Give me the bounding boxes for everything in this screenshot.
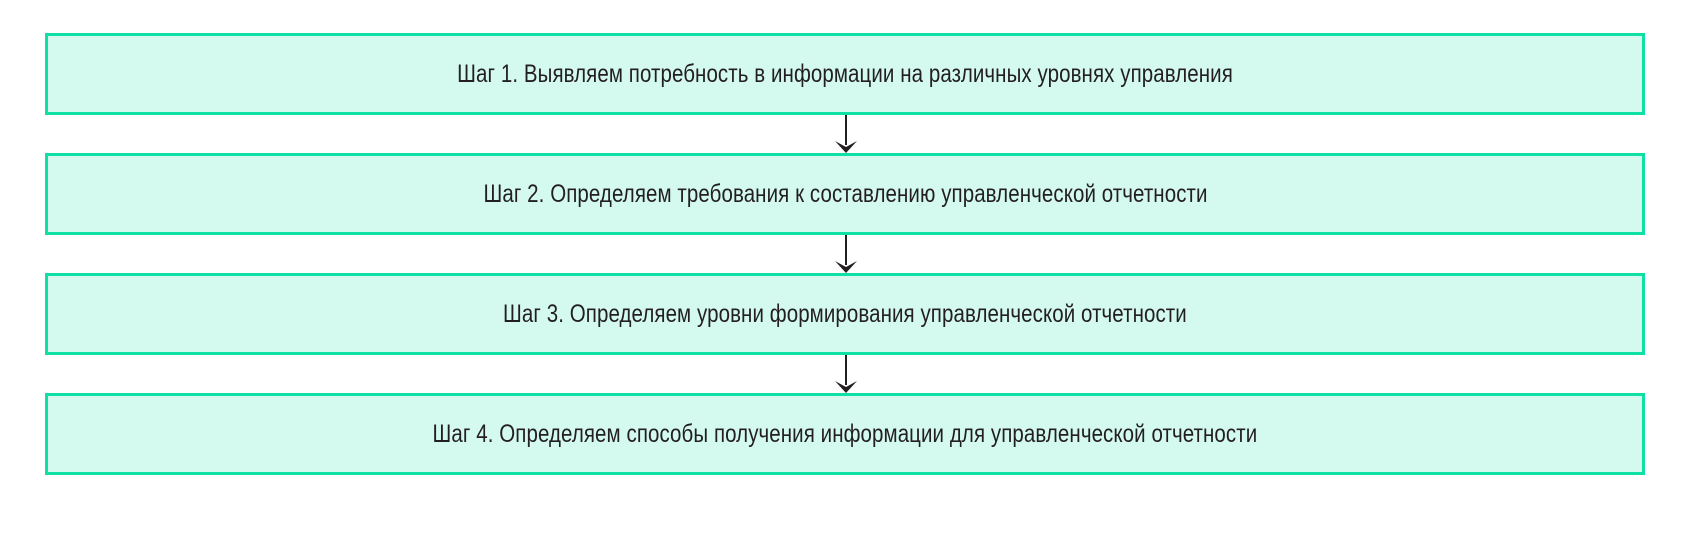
step-box-1[interactable]: Шаг 1. Выявляем потребность в информации… [45, 33, 1645, 115]
arrow-line-icon [845, 115, 847, 145]
step-box-4[interactable]: Шаг 4. Определяем способы получения инфо… [45, 393, 1645, 475]
flowchart: Шаг 1. Выявляем потребность в информации… [45, 33, 1645, 475]
step-4-label: Шаг 4. Определяем способы получения инфо… [432, 420, 1258, 448]
step-1-label: Шаг 1. Выявляем потребность в информации… [457, 60, 1233, 88]
connector-3-4 [45, 355, 1645, 393]
step-3-label: Шаг 3. Определяем уровни формирования уп… [503, 300, 1187, 328]
arrow-line-icon [845, 235, 847, 265]
connector-2-3 [45, 235, 1645, 273]
connector-1-2 [45, 115, 1645, 153]
arrow-down-icon [835, 261, 857, 273]
arrow-down-icon [835, 381, 857, 393]
arrow-line-icon [845, 355, 847, 385]
step-box-3[interactable]: Шаг 3. Определяем уровни формирования уп… [45, 273, 1645, 355]
step-2-label: Шаг 2. Определяем требования к составлен… [482, 180, 1208, 208]
arrow-down-icon [835, 141, 857, 153]
step-box-2[interactable]: Шаг 2. Определяем требования к составлен… [45, 153, 1645, 235]
